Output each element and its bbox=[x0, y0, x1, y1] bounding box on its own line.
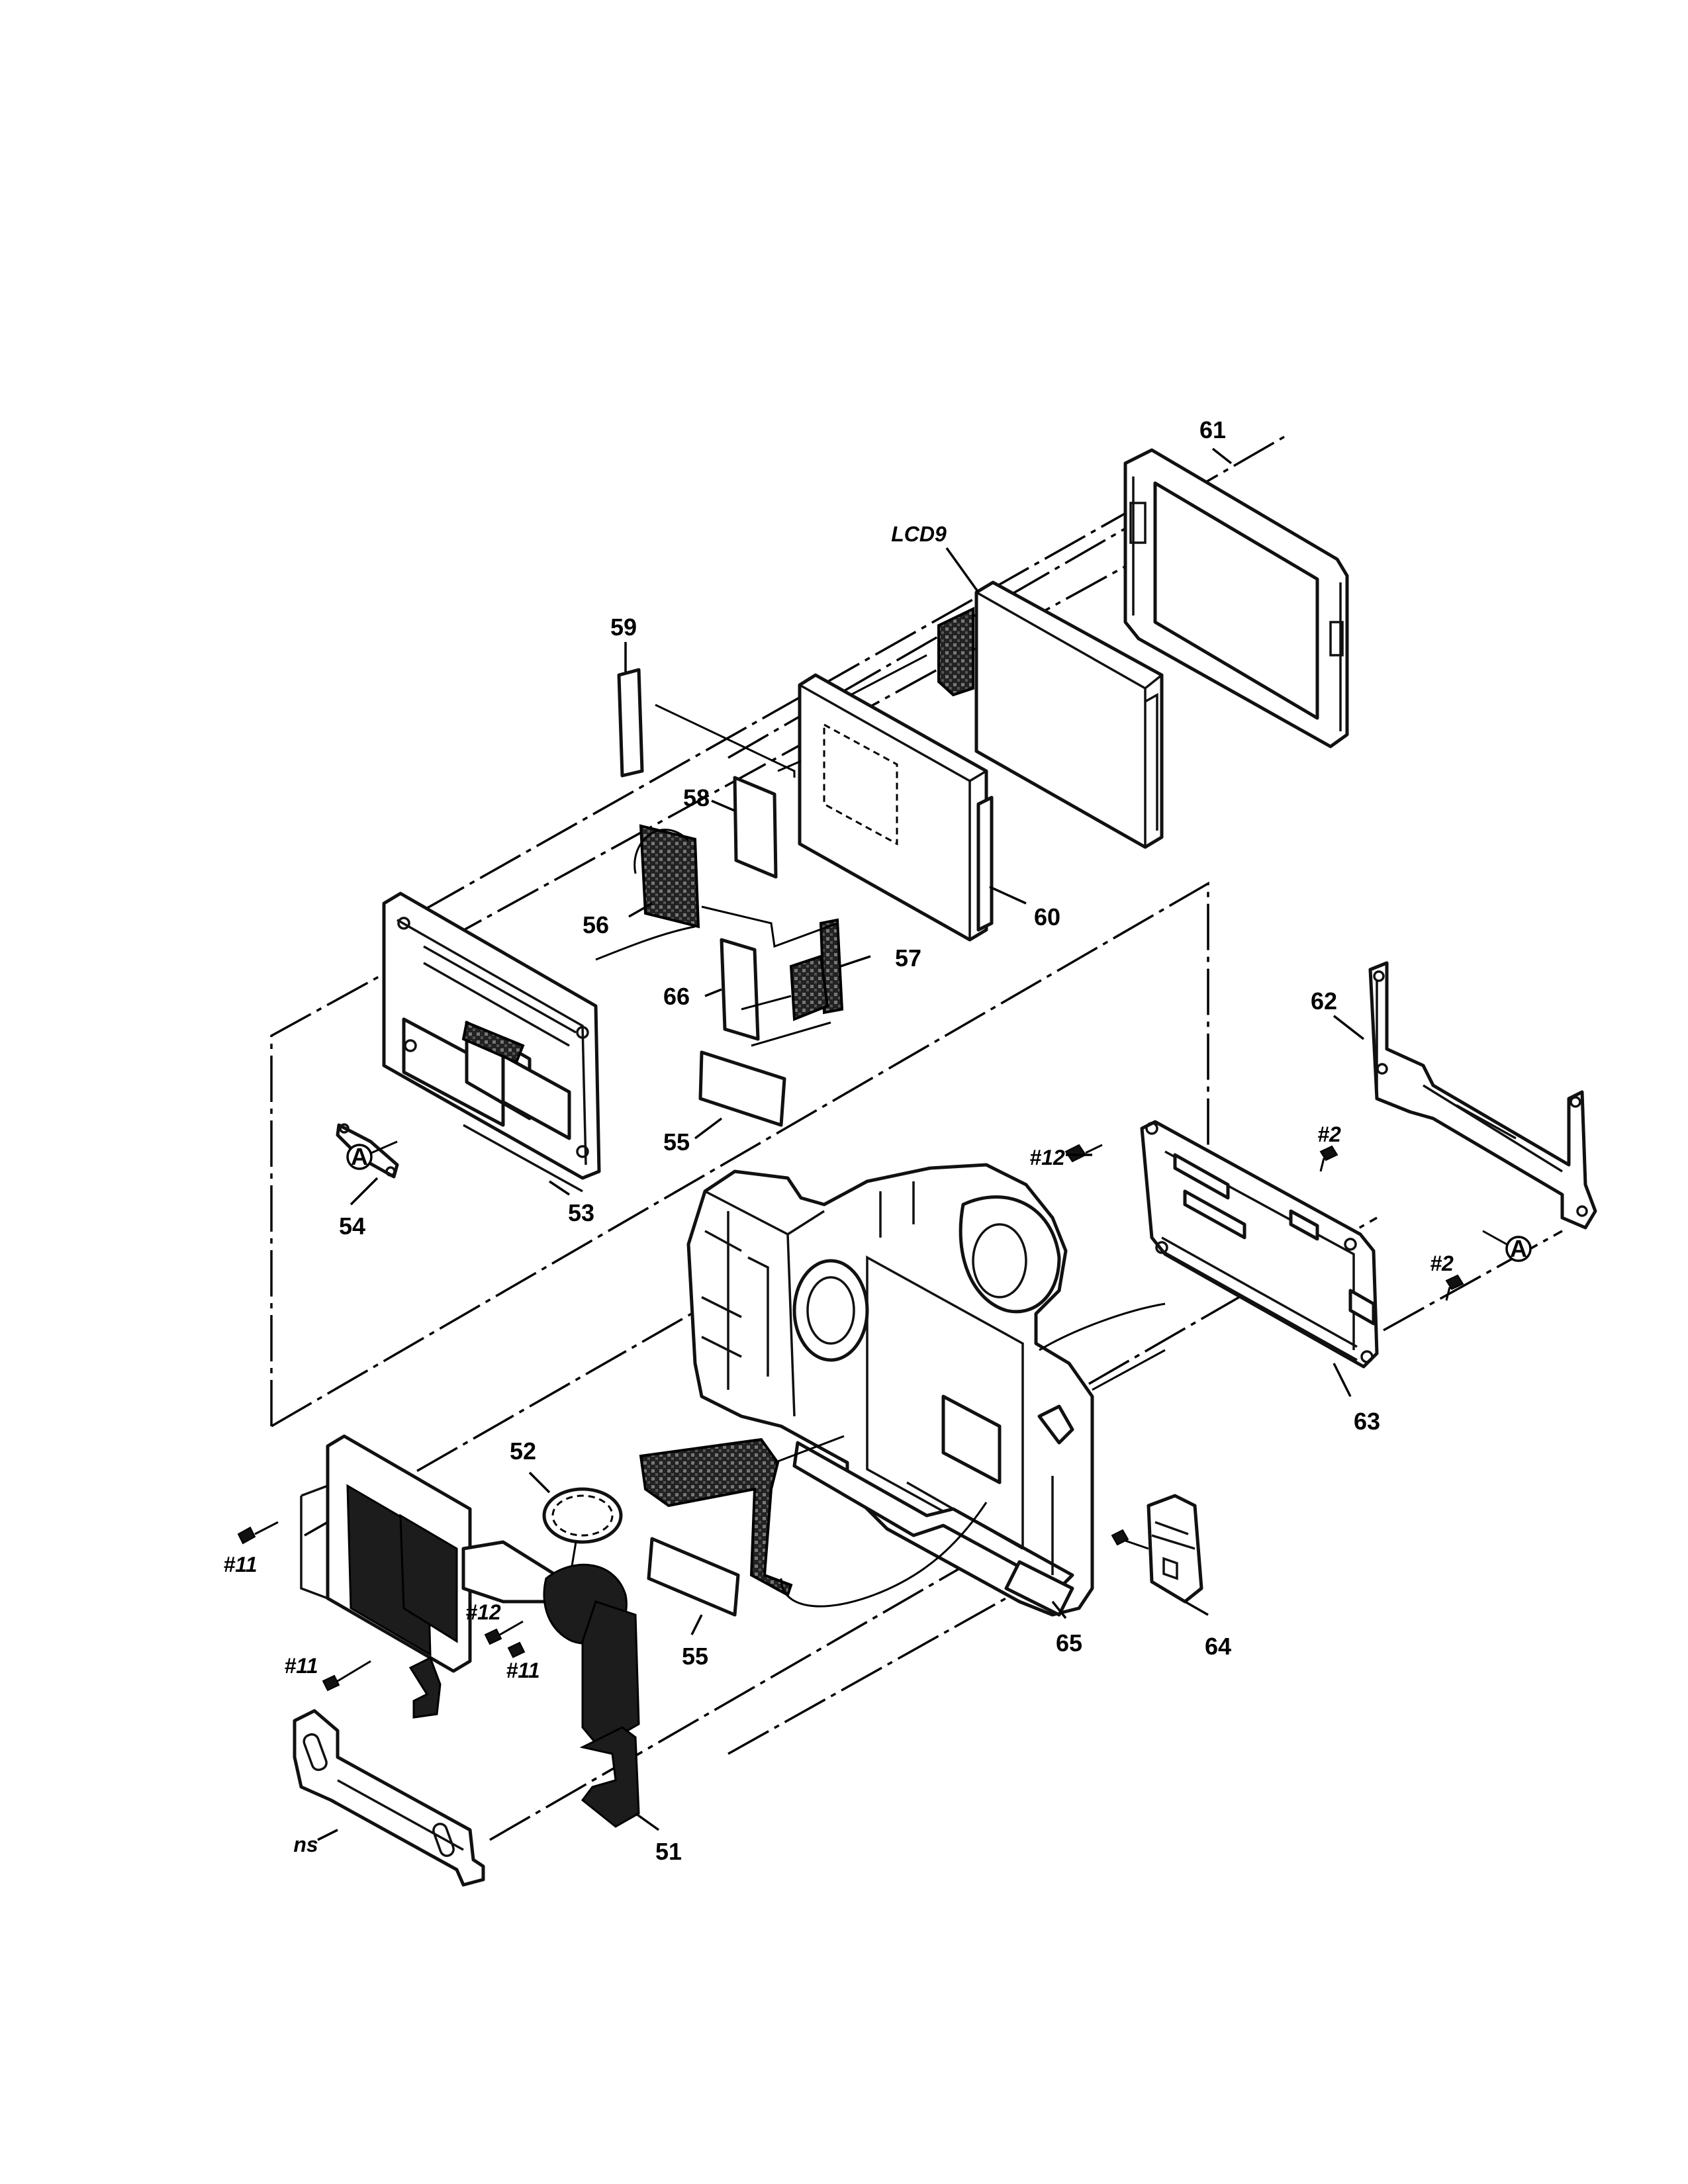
part-52-dial bbox=[542, 1487, 623, 1582]
label-screw-2-lower: #2 bbox=[1430, 1251, 1454, 1275]
assembly-line-top bbox=[423, 508, 1133, 911]
part-57-sheet bbox=[789, 918, 844, 1021]
assembly-line-pcb bbox=[304, 1197, 894, 1537]
part-65-flex bbox=[639, 1437, 793, 1597]
part-59-sheet bbox=[617, 668, 644, 778]
label-lcd9: LCD9 bbox=[891, 522, 947, 546]
reference-mark-left: A bbox=[346, 1140, 398, 1170]
label-55-upper: 55 bbox=[663, 1128, 690, 1156]
part-53-rear-frame bbox=[382, 891, 601, 1193]
label-55-lower: 55 bbox=[682, 1643, 708, 1670]
part-62-right-bracket bbox=[1368, 961, 1597, 1230]
label-56: 56 bbox=[583, 911, 609, 938]
part-55-upper-sheet bbox=[698, 1050, 786, 1127]
assembly-line-lower-frame bbox=[271, 881, 1209, 1428]
label-51: 51 bbox=[655, 1838, 682, 1865]
label-58: 58 bbox=[683, 784, 710, 811]
label-63: 63 bbox=[1354, 1408, 1380, 1435]
label-54: 54 bbox=[339, 1212, 365, 1240]
label-screw-12-right: #12 bbox=[1029, 1146, 1065, 1169]
part-66-sheet bbox=[720, 938, 760, 1041]
assembly-line-flex bbox=[727, 1567, 1060, 1755]
label-ns: ns bbox=[293, 1833, 318, 1856]
label-61: 61 bbox=[1199, 416, 1226, 443]
label-62: 62 bbox=[1311, 987, 1337, 1015]
label-60: 60 bbox=[1034, 903, 1060, 931]
label-66: 66 bbox=[663, 983, 690, 1010]
label-screw-11-lower: #11 bbox=[284, 1654, 318, 1678]
part-60-lcd-backlight bbox=[798, 673, 994, 942]
label-screw-12-left: #12 bbox=[465, 1600, 501, 1624]
part-61-lcd-frame bbox=[1123, 448, 1349, 749]
reference-mark-right: A bbox=[1482, 1230, 1532, 1262]
part-64-cover bbox=[1111, 1494, 1203, 1604]
screws-right bbox=[1064, 1144, 1464, 1301]
label-64: 64 bbox=[1205, 1633, 1231, 1660]
part-51-main-board bbox=[300, 1434, 640, 1828]
screw-labels: #12 #2 #2 #11 #11 #12 #11 bbox=[223, 1122, 1454, 1682]
part-ns-bracket bbox=[293, 1709, 485, 1887]
label-screw-2-upper: #2 bbox=[1317, 1122, 1341, 1146]
connector-lines-upper bbox=[595, 654, 927, 1047]
part-55-lower-sheet bbox=[647, 1537, 740, 1617]
connector-lines-lower bbox=[774, 1302, 1166, 1608]
label-screw-11-left: #11 bbox=[223, 1553, 257, 1576]
label-59: 59 bbox=[610, 614, 637, 641]
reference-mark-left-text: A bbox=[351, 1143, 368, 1170]
label-65: 65 bbox=[1056, 1629, 1082, 1657]
part-63-right-frame bbox=[1140, 1120, 1379, 1369]
part-lcd9-panel bbox=[937, 580, 1164, 849]
assembly-line-right-bracket bbox=[1383, 1230, 1563, 1332]
screws-left bbox=[237, 1521, 526, 1692]
label-53: 53 bbox=[568, 1199, 594, 1226]
camera-main-body bbox=[686, 1163, 1094, 1617]
part-labels: 61 LCD9 59 58 56 57 66 60 55 54 53 62 63… bbox=[293, 416, 1380, 1865]
reference-mark-right-text: A bbox=[1510, 1235, 1527, 1262]
label-57: 57 bbox=[895, 944, 921, 972]
label-52: 52 bbox=[510, 1437, 536, 1465]
label-screw-11-center: #11 bbox=[506, 1659, 539, 1682]
part-56-sheet bbox=[639, 824, 700, 929]
leader-lines bbox=[317, 447, 1365, 1841]
part-58-sheet bbox=[733, 776, 778, 879]
